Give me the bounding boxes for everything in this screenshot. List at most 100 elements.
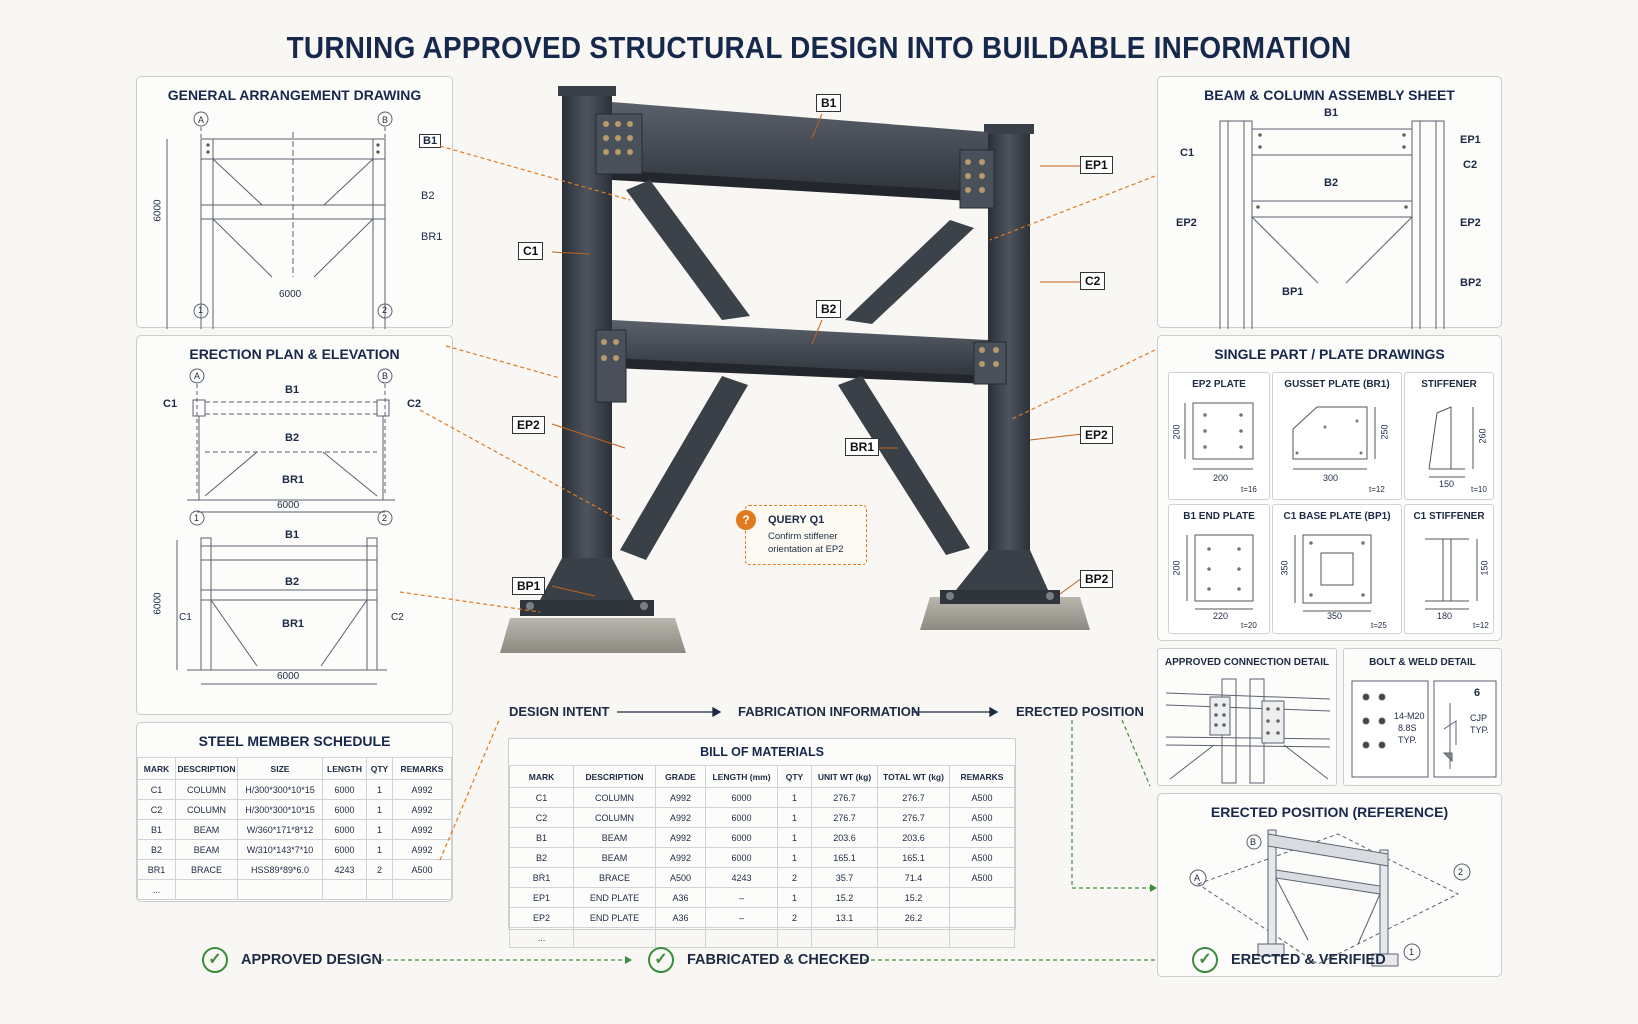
erected-grid-a: A <box>1194 873 1201 883</box>
table-cell: A992 <box>392 839 452 860</box>
erection-panel: ERECTION PLAN & ELEVATION A B 1 2 C1 C2 … <box>136 335 453 715</box>
status-fabricated-checked: FABRICATED & CHECKED <box>687 952 870 968</box>
table-cell <box>949 927 1015 948</box>
table-cell: 276.7 <box>877 807 950 828</box>
erected-grid-b: B <box>1250 837 1257 847</box>
table-cell: 1 <box>366 819 393 840</box>
table-cell: EP2 <box>509 907 574 928</box>
assembly-sheet-panel: BEAM & COLUMN ASSEMBLY SHEET B1 B2 C1 C2… <box>1157 76 1502 329</box>
tag-c1: C1 <box>518 242 544 260</box>
base-plate-bp2 <box>940 590 1060 604</box>
table-cell <box>175 879 238 900</box>
table-cell: C2 <box>137 799 176 820</box>
bom-header-cell: TOTAL WT (kg) <box>877 765 950 788</box>
tag-bp1: BP1 <box>512 577 546 595</box>
bolt-weld-drawing <box>1351 680 1497 778</box>
part-h: 200 <box>1171 560 1182 576</box>
table-cell: C1 <box>137 779 176 800</box>
part-t: t=20 <box>1241 621 1257 630</box>
bom-table: MARK DESCRIPTION GRADE LENGTH (mm) QTY U… <box>509 765 1015 948</box>
table-cell <box>811 927 878 948</box>
table-cell <box>366 879 393 900</box>
upper-brace-left <box>626 180 750 320</box>
erected-grid-1: 1 <box>1409 947 1415 957</box>
bom-header-cell: QTY <box>777 765 812 788</box>
table-cell: 4243 <box>705 867 778 888</box>
erection-elev-width: 6000 <box>277 671 300 682</box>
table-cell: A992 <box>392 819 452 840</box>
erection-plan-width: 6000 <box>277 500 300 511</box>
bom-header-cell: GRADE <box>655 765 706 788</box>
schedule-header-cell: LENGTH <box>322 757 367 780</box>
part-w: 300 <box>1323 473 1339 483</box>
member-schedule-table: MARK DESCRIPTION SIZE LENGTH QTY REMARKS… <box>137 757 452 900</box>
query-line2: orientation at EP2 <box>768 544 844 555</box>
table-cell: A36 <box>655 907 706 928</box>
tag-c2: C2 <box>1080 272 1106 290</box>
schedule-header-cell: REMARKS <box>392 757 452 780</box>
table-cell: BEAM <box>573 827 656 848</box>
bom-header-cell: REMARKS <box>949 765 1015 788</box>
connection-title: APPROVED CONNECTION DETAIL <box>1164 657 1330 668</box>
assembly-label-b2: B2 <box>1324 177 1339 189</box>
table-cell: COLUMN <box>175 779 238 800</box>
part-h: 350 <box>1279 560 1290 576</box>
table-cell: 1 <box>777 807 812 828</box>
part-t: t=16 <box>1241 485 1257 494</box>
tag-ep2-left: EP2 <box>512 416 545 434</box>
bolt-weld-panel: BOLT & WELD DETAIL 14-M20 8.8S TYP. 6 CJ… <box>1343 648 1502 786</box>
part-w: 220 <box>1213 611 1229 621</box>
table-cell: H/300*300*10*15 <box>237 799 323 820</box>
table-cell: 276.7 <box>811 787 878 808</box>
table-row: ... <box>509 927 1015 948</box>
ga-drawing-panel: GENERAL ARRANGEMENT DRAWING A B 6000 600… <box>136 76 453 329</box>
erection-grid-a: A <box>194 371 201 381</box>
table-cell: – <box>705 907 778 928</box>
bolt-grade: 8.8S <box>1398 723 1417 733</box>
flow-erected-position: ERECTED POSITION <box>1016 704 1144 719</box>
table-cell <box>573 927 656 948</box>
part-t: t=25 <box>1371 621 1387 630</box>
weld-size: 6 <box>1474 687 1481 699</box>
end-plate-ep2 <box>595 329 627 403</box>
part-t: t=10 <box>1471 485 1487 494</box>
weld-type: CJP <box>1470 713 1488 723</box>
tag-ep1: EP1 <box>1080 156 1113 174</box>
part-w: 200 <box>1213 473 1229 483</box>
steel-frame-model <box>500 86 1090 653</box>
schedule-header-cell: QTY <box>366 757 393 780</box>
table-cell: 6000 <box>322 799 367 820</box>
table-row: ... <box>137 879 452 900</box>
table-cell: COLUMN <box>573 807 656 828</box>
assembly-label-ep2-left: EP2 <box>1176 217 1197 229</box>
table-cell: – <box>705 887 778 908</box>
erection-plan-br1: BR1 <box>282 474 305 486</box>
table-cell: 1 <box>366 799 393 820</box>
table-cell: 1 <box>777 887 812 908</box>
erected-grid-2: 2 <box>1458 867 1464 877</box>
schedule-header-cell: SIZE <box>237 757 323 780</box>
erection-elev-height: 6000 <box>152 592 164 615</box>
table-cell: 2 <box>777 867 812 888</box>
connection-detail-panel: APPROVED CONNECTION DETAIL <box>1157 648 1337 786</box>
table-cell: A36 <box>655 887 706 908</box>
part-gusset-plate: GUSSET PLATE (BR1) 300 250 t=12 <box>1272 372 1402 500</box>
table-cell: B1 <box>509 827 574 848</box>
query-callout[interactable]: ? QUERY Q1 Confirm stiffener orientation… <box>736 505 867 565</box>
table-cell: COLUMN <box>175 799 238 820</box>
bolt-spec: 14-M20 <box>1394 711 1425 721</box>
part-t: t=12 <box>1473 621 1489 630</box>
part-name: C1 BASE PLATE (BP1) <box>1283 511 1391 522</box>
bom-header-cell: UNIT WT (kg) <box>811 765 878 788</box>
table-cell: A500 <box>949 867 1015 888</box>
tag-b2: B2 <box>816 300 842 318</box>
erection-elev-b1: B1 <box>285 529 300 541</box>
ga-width-dim: 6000 <box>279 289 302 300</box>
table-cell: 6000 <box>705 827 778 848</box>
bill-of-materials-panel: BILL OF MATERIALS MARK DESCRIPTION GRADE… <box>508 738 1016 948</box>
